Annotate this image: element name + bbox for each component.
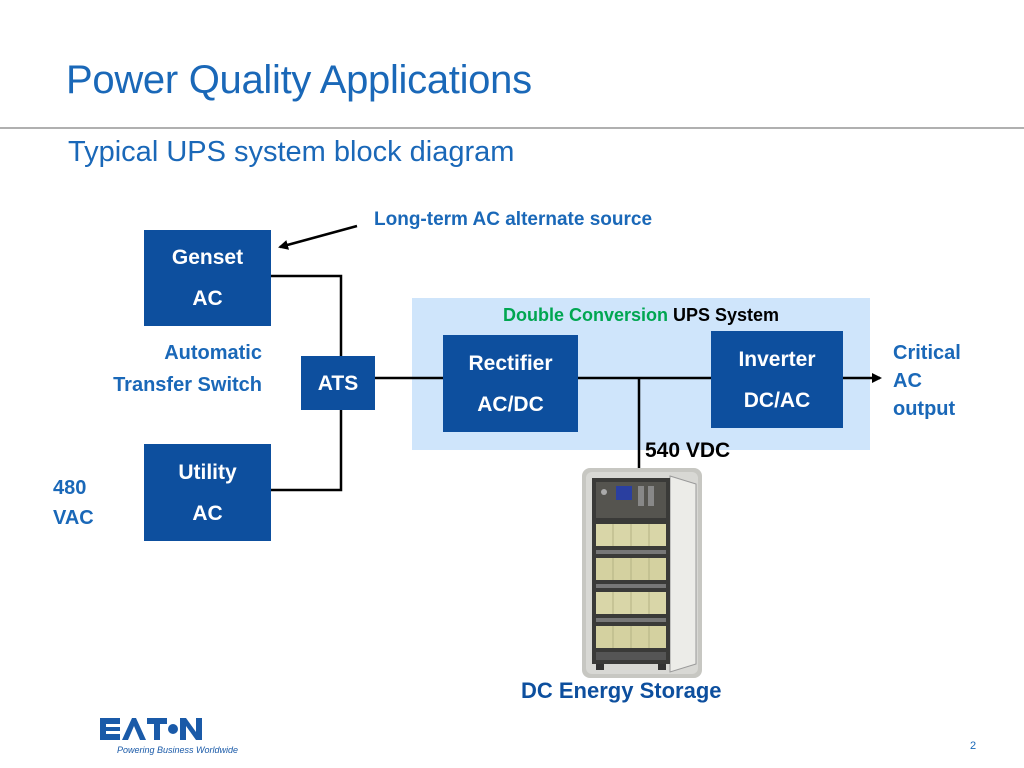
ats-block: ATS [301, 356, 375, 410]
rectifier-block: Rectifier AC/DC [443, 335, 578, 432]
utility-block: Utility AC [144, 444, 271, 541]
ups-system-text: UPS System [672, 305, 780, 325]
title-divider [0, 127, 1024, 129]
battery-cabinet-image [582, 468, 702, 678]
slide-title: Power Quality Applications [66, 58, 532, 102]
page-number: 2 [970, 740, 977, 752]
utility-to-ats-line [271, 410, 343, 492]
alternate-source-arrow [278, 224, 358, 250]
brand-tagline: Powering Business Worldwide [117, 745, 239, 755]
utility-type: AC [192, 501, 223, 525]
double-conversion-label: Double Conversion [502, 305, 668, 325]
inverter-block: Inverter DC/AC [711, 331, 843, 428]
eaton-logo [100, 716, 220, 758]
alternate-source-label: Long-term AC alternate source [374, 209, 653, 230]
critical-output-line3: output [893, 398, 956, 420]
inverter-label: Inverter [738, 347, 816, 371]
genset-block: Genset AC [144, 230, 271, 326]
inverter-type: DC/AC [743, 388, 811, 412]
input-voltage-line2: VAC [53, 507, 94, 529]
genset-type: AC [192, 287, 223, 310]
utility-label: Utility [178, 460, 237, 484]
slide-subtitle: Typical UPS system block diagram [68, 136, 515, 168]
ats-caption-line2: Transfer Switch [113, 374, 262, 396]
dc-energy-storage-label: DC Energy Storage [521, 678, 722, 703]
battery-cabinet-icon [586, 472, 698, 674]
rectifier-type: AC/DC [477, 392, 544, 416]
rectifier-label: Rectifier [468, 351, 553, 375]
ups-system-label: Double Conversion UPS System [412, 305, 870, 326]
ats-caption-line1: Automatic [164, 342, 262, 364]
genset-label: Genset [171, 246, 244, 269]
critical-output-line1: Critical [893, 342, 961, 364]
critical-output-line2: AC [893, 370, 922, 392]
ats-label: ATS [317, 371, 359, 395]
genset-to-ats-line [271, 274, 343, 356]
input-voltage-line1: 480 [53, 477, 87, 499]
eaton-logo-icon [100, 718, 202, 740]
dc-bus-voltage-label: 540 VDC [645, 439, 731, 462]
